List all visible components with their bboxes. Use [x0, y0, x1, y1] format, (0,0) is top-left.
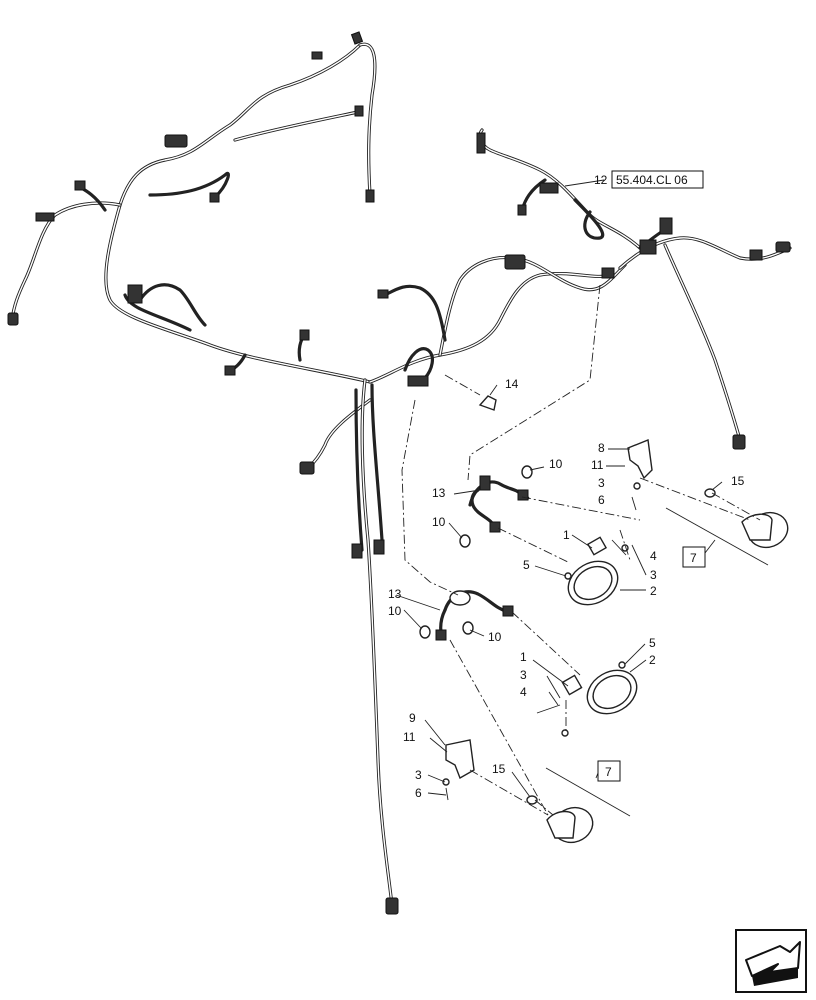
callout-2-a: 2: [650, 584, 657, 598]
callout-9: 9: [409, 711, 416, 725]
callout-1-b: 1: [520, 650, 527, 664]
callout-3-d: 3: [415, 768, 422, 782]
callout-14: 14: [505, 377, 519, 391]
lower-sub-harness: [435, 590, 514, 641]
callout-11-a: 11: [591, 458, 604, 472]
callout-8: 8: [598, 441, 605, 455]
box-7-lower: [597, 760, 621, 782]
box-7-upper: [682, 546, 706, 568]
callout-15-a: 15: [731, 474, 745, 488]
bracket-9: [442, 739, 475, 801]
callout-4-b: 4: [520, 685, 527, 699]
callout-13-b: 13: [388, 587, 402, 601]
callout-1-a: 1: [563, 528, 570, 542]
box-7-upper-label: 7: [690, 551, 697, 565]
callout-10-b: 10: [432, 515, 446, 529]
callout-leaders: [395, 179, 769, 817]
assembly-guide-lines: [401, 284, 761, 816]
callout-6-a: 6: [598, 493, 605, 507]
bracket-8: [627, 439, 653, 511]
side-lamp-upper: [704, 488, 789, 549]
callout-10-d: 10: [488, 630, 502, 644]
work-lamp-upper: [564, 536, 629, 606]
callout-12: 12: [594, 173, 608, 187]
grommet-10: [419, 465, 533, 639]
callout-labels: 12 55.404.CL 06 14 10 8 11 3 6 15 13 10 …: [388, 170, 745, 800]
callout-10-c: 10: [388, 604, 402, 618]
callout-5-b: 5: [649, 636, 656, 650]
callout-3-b: 3: [650, 568, 657, 582]
callout-15-b: 15: [492, 762, 506, 776]
callout-2-b: 2: [649, 653, 656, 667]
callout-13-a: 13: [432, 486, 446, 500]
upper-sub-harness: [468, 475, 530, 533]
next-page-arrow-icon[interactable]: [735, 929, 807, 993]
reference-label: 55.404.CL 06: [616, 173, 688, 187]
callout-3-c: 3: [520, 668, 527, 682]
reference-box: [611, 170, 704, 189]
harness-connectors: [7, 31, 791, 915]
clip-14: [478, 395, 497, 411]
callout-4-a: 4: [650, 549, 657, 563]
work-lamp-lower: [536, 661, 638, 737]
box-7-lower-label: 7: [605, 765, 612, 779]
callout-6-b: 6: [415, 786, 422, 800]
callout-11-b: 11: [403, 730, 416, 744]
callout-5-a: 5: [523, 558, 530, 572]
side-lamp-lower: [526, 795, 594, 844]
callout-3-a: 3: [598, 476, 605, 490]
callout-10-a: 10: [549, 457, 563, 471]
